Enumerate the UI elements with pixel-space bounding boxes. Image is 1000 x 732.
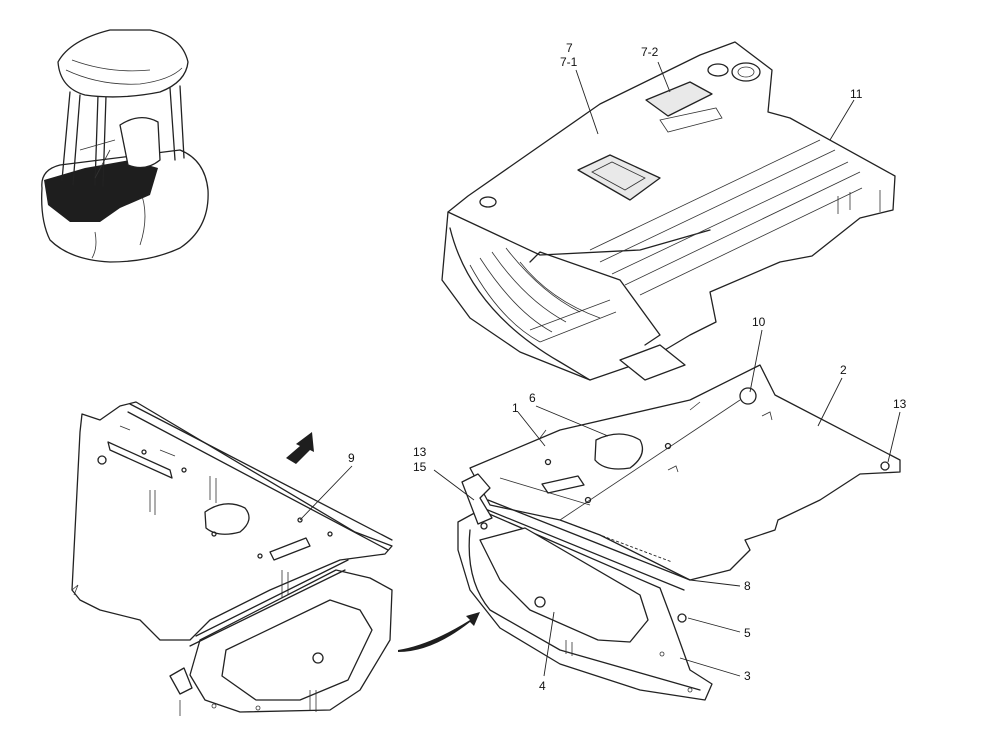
callout-1: 1 (512, 401, 519, 415)
callout-7-1: 7-1 (560, 55, 578, 69)
floor-plate-2 (469, 364, 901, 591)
callout-8: 8 (744, 579, 751, 593)
callout-7: 7 (566, 41, 573, 55)
under-cover-3 (457, 473, 713, 701)
left-assembly-view (71, 401, 393, 716)
machine-locator-icon (41, 29, 209, 263)
direction-arrow-icon (286, 432, 314, 464)
callout-4: 4 (539, 679, 546, 693)
callout-9: 9 (348, 451, 355, 465)
callout-3: 3 (744, 669, 751, 683)
leader-lines (299, 61, 901, 677)
callout-2: 2 (840, 363, 847, 377)
callout-7-2: 7-2 (641, 45, 659, 59)
callout-13-left: 13 (413, 445, 427, 459)
floor-cover-7 (441, 41, 896, 381)
curved-arrow-icon (398, 612, 480, 652)
callout-11: 11 (850, 87, 863, 101)
callout-5: 5 (744, 626, 751, 640)
callout-10: 10 (752, 315, 766, 329)
callout-labels: 7 7-1 7-2 11 10 2 13 6 1 13 15 9 8 5 4 3 (348, 41, 907, 693)
callout-15: 15 (413, 460, 427, 474)
callout-6: 6 (529, 391, 536, 405)
callout-13-right: 13 (893, 397, 907, 411)
